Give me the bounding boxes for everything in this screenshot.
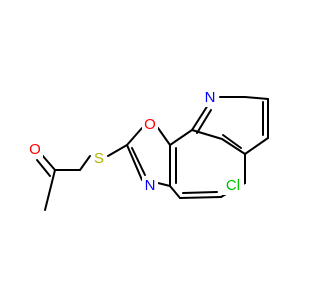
bond-oxazole-c2-n-inner xyxy=(131,147,146,176)
bond-benzene-c6-c7-inner xyxy=(182,191,218,194)
bond-benzene-c3a-c8 xyxy=(169,129,193,146)
svg-text:O: O xyxy=(29,141,41,158)
atom-o-ketone: O xyxy=(27,141,43,159)
atom-n-pyridine: N xyxy=(202,89,218,107)
bond-chain-c2-s xyxy=(107,144,128,157)
atom-n-oxazole: N xyxy=(142,177,158,195)
atom-o-oxazole: O xyxy=(142,116,158,134)
bond-benzene-c7-c7a xyxy=(169,185,181,199)
bond-oxazole-c2-n xyxy=(126,144,143,181)
svg-text:N: N xyxy=(145,177,156,194)
atom-s-thioether: S xyxy=(91,150,107,168)
bond-oxazole-n-c7a xyxy=(157,182,171,187)
svg-text:S: S xyxy=(94,150,104,167)
bond-benzene-c6-c7 xyxy=(179,196,222,199)
bond-chain-co-o xyxy=(41,154,56,171)
bond-pyridine-c2-n-inner xyxy=(196,109,212,134)
bond-chain-s-ch2 xyxy=(79,155,91,171)
svg-text:O: O xyxy=(144,116,156,133)
bond-pyridine-c5-c4a xyxy=(244,137,269,155)
svg-text:Cl: Cl xyxy=(226,177,240,194)
structure-drawing: N O S N Cl O xyxy=(27,88,269,211)
bond-chain-co-o-inner xyxy=(36,159,51,177)
bond-pyridine-c2-n xyxy=(191,104,209,131)
bond-chain-co-ch3 xyxy=(44,169,56,211)
bond-pyridine-c4a-c8a-inner xyxy=(222,134,242,149)
bond-pyridine-c4a-c8a xyxy=(221,138,246,155)
bond-oxazole-c3a-o xyxy=(157,127,171,146)
molecule-canvas: N O S N Cl O xyxy=(27,88,269,211)
atom-cl: Cl xyxy=(222,177,244,195)
bond-pyridine-c8a-c2 xyxy=(191,129,223,140)
bond-pyridine-c3-c4 xyxy=(244,96,269,100)
atom-label-layer: N O S N Cl O xyxy=(27,89,244,195)
svg-text:N: N xyxy=(205,89,216,106)
bond-oxazole-o-c2 xyxy=(126,127,143,146)
